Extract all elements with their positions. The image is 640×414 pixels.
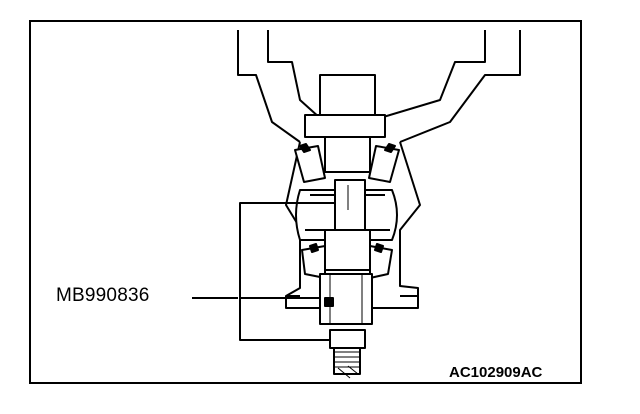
lower-bearing [301, 229, 393, 279]
callout-leader [192, 202, 335, 341]
figure-id: AC102909AC [449, 364, 542, 381]
figure-id-number: AC102909 [449, 364, 521, 381]
upper-bearing [294, 143, 400, 183]
figure-id-suffix: AC [520, 364, 543, 381]
special-tool-mb990836 [319, 273, 373, 379]
tool-number-label: MB990836 [56, 285, 150, 306]
pinion-shaft-upper [304, 74, 386, 173]
